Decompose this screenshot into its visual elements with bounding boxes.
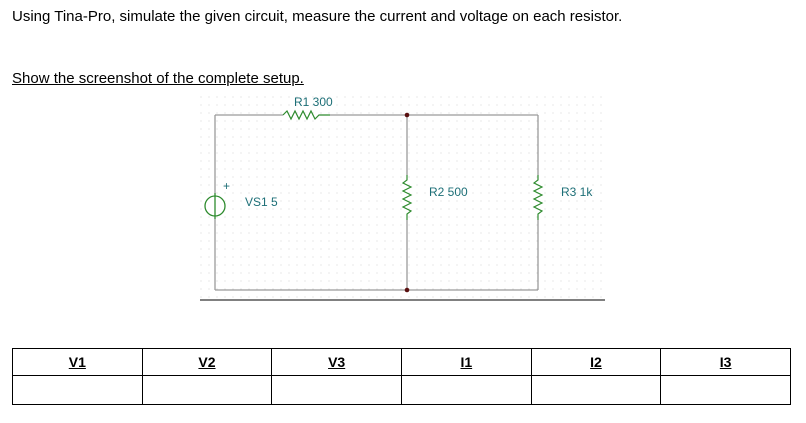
value-cell[interactable] (530, 375, 662, 405)
header-cell: I3 (660, 348, 791, 376)
value-cell[interactable] (271, 375, 402, 405)
table-value-row (12, 375, 791, 405)
header-cell: V2 (141, 348, 273, 376)
vs1-label: VS1 5 (245, 195, 278, 209)
r3-label: R3 1k (561, 185, 593, 199)
junction-top (404, 112, 410, 118)
circuit-diagram: R1 300 R2 500 R3 1k VS1 5 + (200, 95, 605, 301)
plus-sign: + (223, 179, 230, 193)
resistor-r3 (532, 175, 544, 220)
instruction-text: Using Tina-Pro, simulate the given circu… (12, 8, 623, 25)
junction-bottom (404, 287, 410, 293)
table-header-row: V1 V2 V3 I1 I2 I3 (12, 348, 791, 376)
voltage-source-vs1 (204, 193, 226, 219)
resistor-r1 (282, 109, 330, 121)
resistor-r2 (401, 175, 413, 220)
r1-label: R1 300 (294, 95, 333, 109)
screenshot-instruction: Show the screenshot of the complete setu… (12, 70, 304, 87)
measurement-table: V1 V2 V3 I1 I2 I3 (12, 348, 791, 405)
value-cell[interactable] (660, 375, 791, 405)
header-cell: V3 (271, 348, 402, 376)
header-cell: I2 (530, 348, 662, 376)
value-cell[interactable] (12, 375, 143, 405)
wires (214, 114, 539, 291)
header-cell: V1 (12, 348, 143, 376)
value-cell[interactable] (400, 375, 532, 405)
header-cell: I1 (400, 348, 532, 376)
r2-label: R2 500 (429, 185, 468, 199)
value-cell[interactable] (141, 375, 273, 405)
